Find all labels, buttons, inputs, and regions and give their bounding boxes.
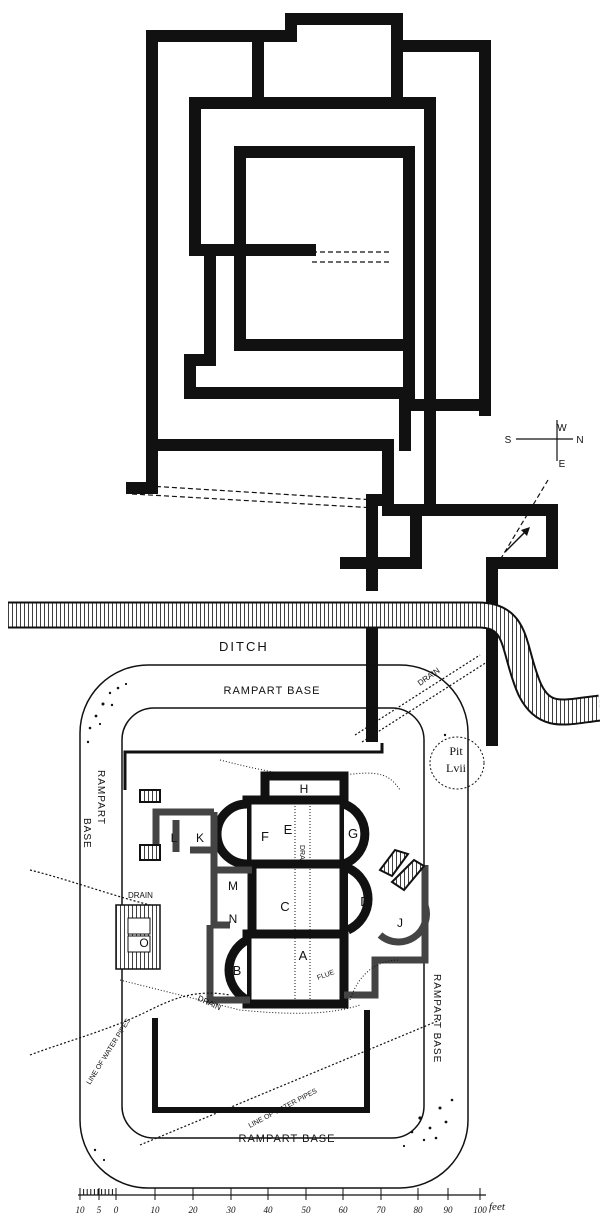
room-e: E — [284, 822, 293, 837]
compass-s: S — [505, 435, 512, 446]
rampart-left-label-2: BASE — [81, 818, 92, 849]
drain-arrow — [504, 527, 530, 553]
internal-drain — [119, 759, 401, 1014]
scale-tick-label: 40 — [264, 1205, 274, 1215]
room-o: O — [139, 936, 148, 950]
scale-tick-label: 70 — [377, 1205, 387, 1215]
compass-w: W — [557, 423, 567, 434]
room-n: N — [229, 912, 238, 926]
scale-tick-label: 80 — [414, 1205, 424, 1215]
room-o-structure — [115, 904, 161, 970]
room-l: L — [171, 831, 178, 845]
room-c: C — [280, 899, 289, 914]
drain-inner-label: DRAIN — [298, 845, 305, 867]
pit-label-1: Pit — [449, 744, 463, 758]
room-h: H — [300, 782, 309, 796]
dashed-lines — [131, 251, 549, 581]
compass-e: E — [559, 459, 566, 470]
rampart-bottom-label: RAMPART BASE — [239, 1133, 336, 1145]
furnace-structures — [139, 789, 426, 892]
rampart-right-label: RAMPART BASE — [431, 974, 442, 1063]
scale-tick-label: 30 — [226, 1205, 237, 1215]
enclosure-walls — [123, 743, 384, 1113]
room-letters: H E F G L K M C D J N O A B — [139, 782, 403, 978]
room-k: K — [196, 831, 204, 845]
scale-tick-label: 0 — [114, 1205, 119, 1215]
scale-unit: feet — [489, 1201, 506, 1213]
scale-tick-label: 50 — [302, 1205, 312, 1215]
drain-lines — [29, 654, 488, 1146]
scale-tick-label: 60 — [339, 1205, 349, 1215]
pit-label-2: Lvii — [446, 761, 467, 775]
room-f: F — [261, 829, 269, 844]
scale-tick-label: 20 — [189, 1205, 199, 1215]
room-m: M — [228, 879, 238, 893]
ditch — [8, 601, 600, 726]
scale-tick-label: 10 — [76, 1205, 86, 1215]
room-a: A — [299, 948, 308, 963]
rampart-left-label-1: RAMPART — [95, 770, 106, 825]
room-d: D — [360, 894, 369, 909]
pit: Pit Lvii — [429, 736, 485, 790]
scale-tick-label: 100 — [473, 1205, 487, 1215]
water-pipes-left-label: LINE OF WATER PIPES — [86, 1017, 133, 1086]
room-b: B — [233, 963, 242, 978]
rampart-top-label: RAMPART BASE — [224, 685, 321, 697]
drain-left-label: DRAIN — [128, 891, 153, 900]
room-g: G — [348, 826, 358, 841]
ditch-label: DITCH — [219, 639, 269, 654]
compass-rose: S W N E — [505, 420, 584, 470]
room-j: J — [397, 916, 403, 930]
scale-tick-label: 5 — [97, 1205, 102, 1215]
rampart-stipple — [86, 682, 454, 1162]
scale-tick-label: 90 — [444, 1205, 454, 1215]
upper-building-walls — [126, 13, 558, 746]
annex-walls — [152, 808, 430, 1004]
scale-tick-label: 10 — [151, 1205, 161, 1215]
compass-n: N — [576, 435, 583, 446]
